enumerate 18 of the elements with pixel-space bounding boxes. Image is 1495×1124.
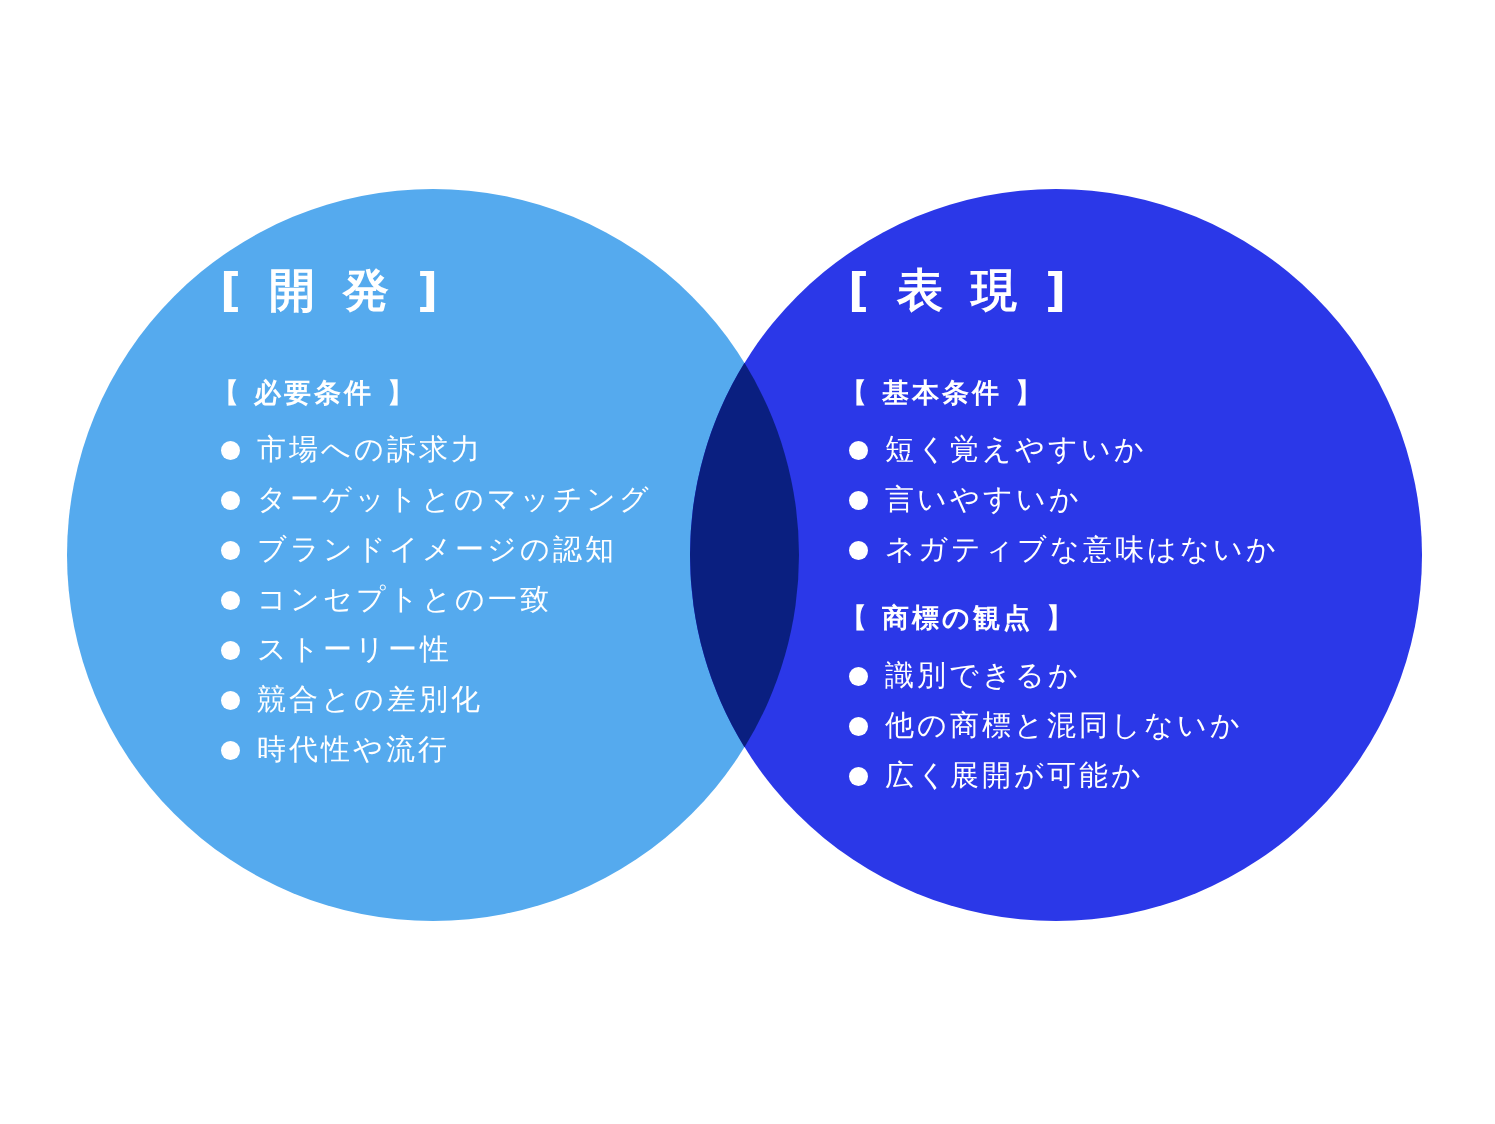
list-item: 市場への訴求力: [257, 432, 483, 467]
list-item: ストーリー性: [257, 632, 452, 667]
circle-heading: [ 開 発 ]: [220, 263, 445, 319]
list-item: 言いやすいか: [885, 482, 1082, 517]
section-heading: 【 必要条件 】: [212, 377, 417, 410]
list-item: 他の商標と混同しないか: [885, 708, 1243, 743]
list-item: ブランドイメージの認知: [257, 532, 617, 567]
section-heading: 【 基本条件 】: [840, 377, 1045, 410]
section-heading: 【 商標の観点 】: [840, 602, 1076, 635]
list-item: 競合との差別化: [257, 682, 483, 717]
list-item: ターゲットとのマッチング: [257, 482, 652, 517]
list-item: 時代性や流行: [257, 732, 450, 767]
list-item: 短く覚えやすいか: [885, 432, 1147, 467]
circle-heading: [ 表 現 ]: [848, 263, 1073, 319]
list-item: 識別できるか: [885, 658, 1081, 693]
list-item: コンセプトとの一致: [257, 582, 552, 617]
list-item: ネガティブな意味はないか: [885, 532, 1279, 567]
list-item: 広く展開が可能か: [885, 758, 1144, 793]
